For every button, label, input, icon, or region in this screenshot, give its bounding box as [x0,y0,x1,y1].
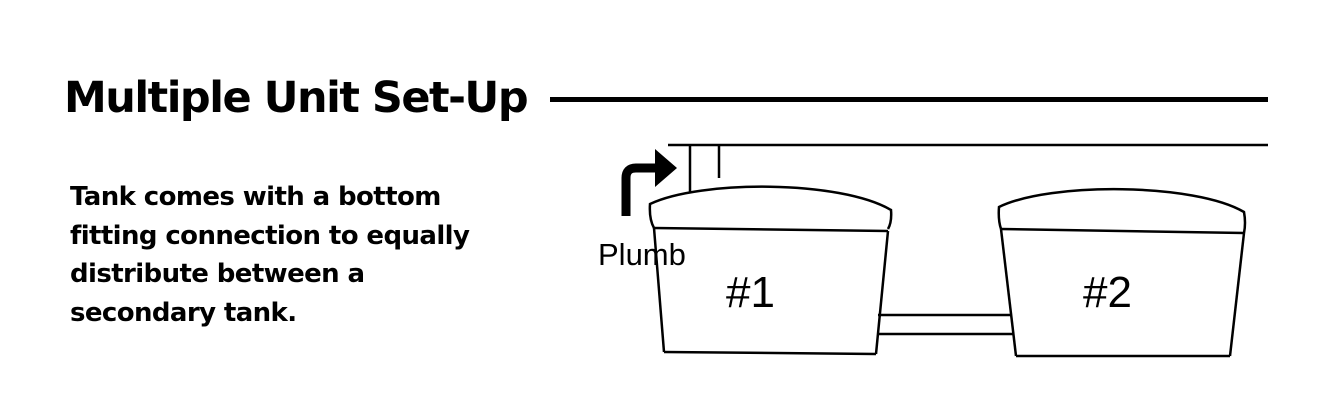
vertical-pipe-stub [688,145,721,198]
connector-pipe [877,313,1013,336]
description-line-1: Tank comes with a bottom [70,182,441,212]
title-rule-divider [550,97,1268,102]
plumb-label: Plumb [598,237,686,272]
description-line-4: secondary tank. [70,297,297,328]
description-text: Tank comes with a bottom fitting connect… [70,178,540,332]
description-line-3: distribute between a [70,259,365,289]
tank-2 [997,187,1247,358]
tank-2-label: #2 [1083,268,1132,317]
tank-1 [648,185,893,356]
turn-right-arrow-icon [621,149,677,216]
description-line-2: fitting connection to equally [70,220,470,251]
page-title: Multiple Unit Set-Up [64,73,529,123]
tank-1-label: #1 [726,268,775,317]
